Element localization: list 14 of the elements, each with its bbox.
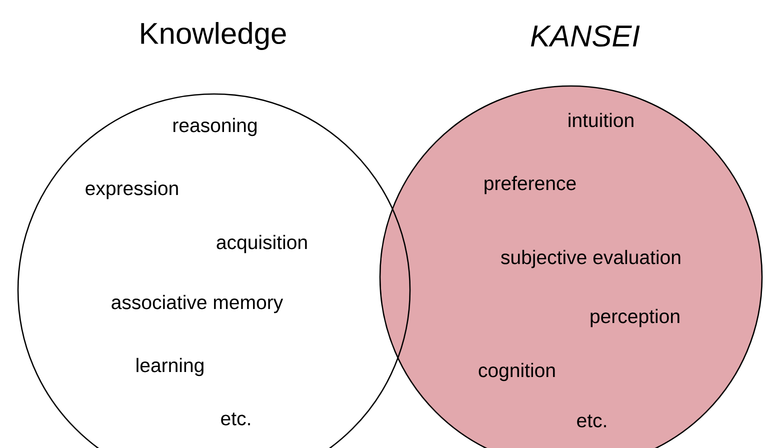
circle-label: reasoning [173, 118, 257, 136]
circle-label: etc. [221, 412, 250, 426]
heading: Knowledge [141, 22, 286, 50]
circle-label: expression [86, 180, 178, 200]
circle-label: subjective evaluation [501, 250, 680, 268]
circle-label: intuition [568, 112, 634, 128]
circle-label: cognition [478, 362, 555, 382]
heading: KANSEI [530, 25, 640, 47]
circle-label: etc. [577, 414, 606, 428]
circle-label: perception [590, 308, 680, 328]
circle-label: acquisition [216, 234, 307, 254]
circle-label: preference [484, 176, 576, 194]
circle-label: learning [136, 358, 204, 376]
circle-label: associative memory [112, 294, 284, 314]
